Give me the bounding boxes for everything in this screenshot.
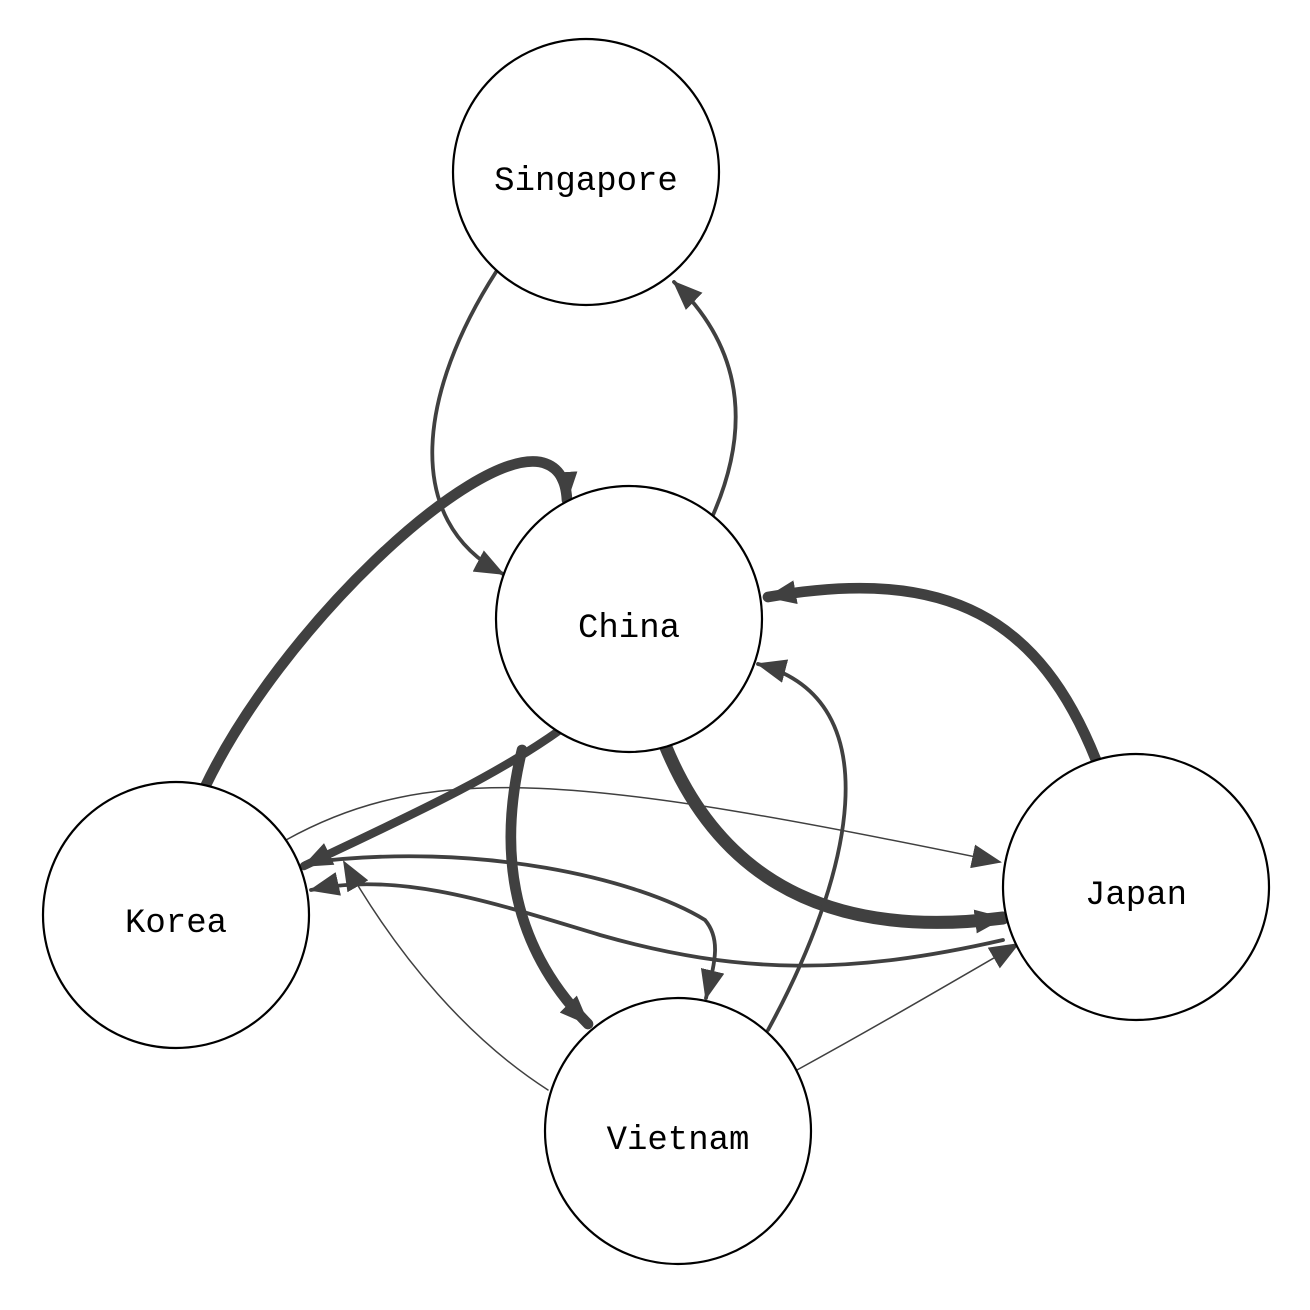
node-korea[interactable]: Korea (41, 780, 311, 1050)
node-label-vietnam: Vietnam (607, 1122, 750, 1160)
node-vietnam[interactable]: Vietnam (543, 996, 813, 1266)
edge-japan-to-korea (309, 872, 1005, 968)
node-label-korea: Korea (125, 905, 227, 943)
edge-china-to-vietnam (505, 744, 594, 1030)
edges-layer (199, 270, 1102, 1091)
node-label-japan: Japan (1085, 877, 1187, 915)
node-japan[interactable]: Japan (1001, 752, 1271, 1022)
nodes-layer: Singapore China Korea Japan Vietnam (41, 37, 1271, 1266)
edge-china-to-japan (658, 738, 1010, 934)
node-singapore[interactable]: Singapore (451, 37, 721, 307)
edge-korea-to-japan (285, 786, 1002, 869)
node-label-singapore: Singapore (494, 163, 678, 201)
edge-vietnam-to-korea (343, 860, 549, 1091)
edge-singapore-to-china (430, 270, 505, 576)
edge-vietnam-to-japan (796, 942, 1020, 1071)
edge-china-to-singapore (672, 280, 738, 517)
node-label-china: China (578, 610, 680, 648)
edge-vietnam-to-china (756, 659, 848, 1032)
edge-china-to-korea (299, 725, 565, 871)
node-china[interactable]: China (494, 484, 764, 754)
edge-korea-to-china (199, 456, 578, 793)
edge-japan-to-china (762, 580, 1102, 766)
edge-korea-to-vietnam (303, 854, 725, 1000)
